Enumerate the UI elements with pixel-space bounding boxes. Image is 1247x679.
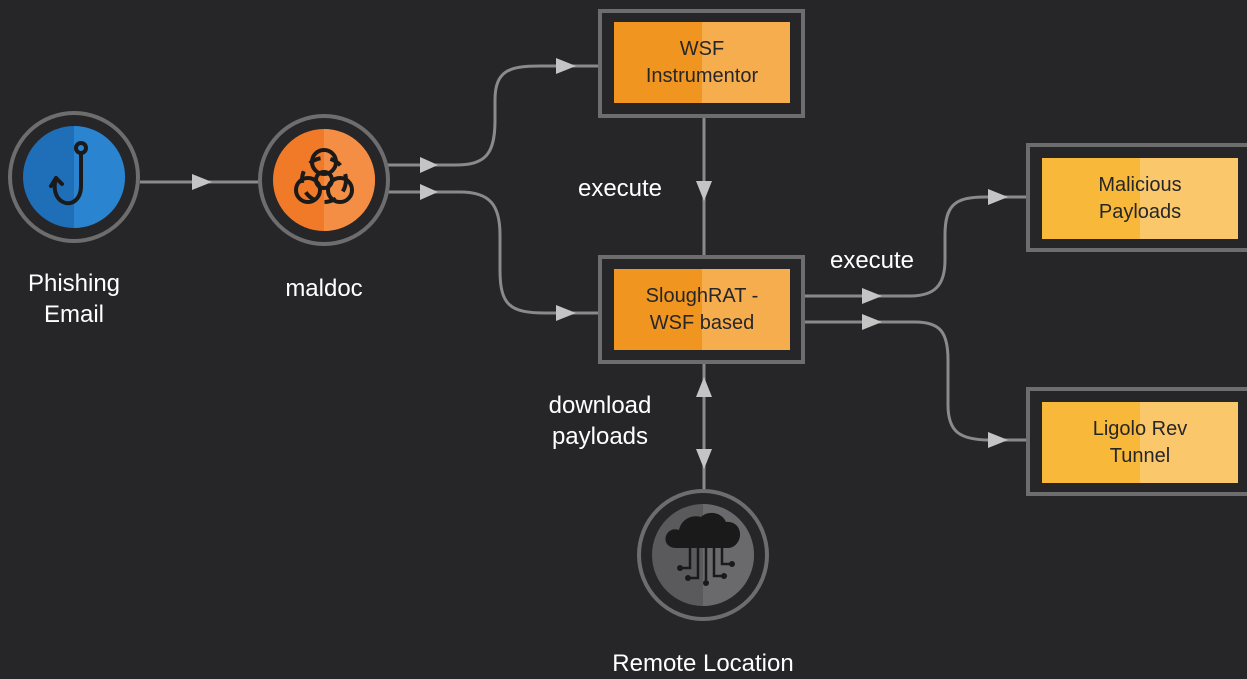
malicious-payloads-line2: Payloads [1098,200,1182,223]
remote-location-node [637,489,769,621]
edge-sloughrat-to-payloads [805,195,1028,298]
wsf-instrumentor-line2: Instrumentor [645,64,759,87]
execute-label-top-text: execute [577,175,663,202]
arrowhead [420,184,438,200]
arrowhead [988,189,1008,205]
arrowhead [862,314,882,330]
malicious-payloads-line1: Malicious [1098,173,1182,196]
sloughrat-line2: WSF based [649,311,755,334]
box-wsf-instrumentor [598,9,805,118]
box-sloughrat [598,255,805,364]
box-ligolo-tunnel [1026,387,1247,496]
sloughrat-text: SloughRAT - WSF based [614,269,790,350]
download-label-line2: payloads [551,423,649,450]
edge-sloughrat-to-ligolo [805,320,1028,442]
arrowhead [988,432,1008,448]
arrowhead [696,449,712,469]
remote-location-label-text: Remote Location [612,650,794,677]
arrowhead [420,157,438,173]
phishing-email-label: Phishing Email [4,268,144,330]
box-malicious-payloads [1026,143,1247,252]
malicious-payloads-text: Malicious Payloads [1042,158,1238,239]
phishing-email-node [8,111,140,243]
ligolo-tunnel-line1: Ligolo Rev [1092,417,1188,440]
download-payloads-label: download payloads [530,390,670,452]
maldoc-label: maldoc [254,273,394,304]
cloud-network-icon [665,512,741,586]
sloughrat-line1: SloughRAT - [645,284,759,307]
remote-location-label: Remote Location [573,648,833,679]
maldoc-label-text: maldoc [285,275,363,302]
arrowhead [556,58,576,74]
wsf-instrumentor-text: WSF Instrumentor [614,22,790,103]
ligolo-tunnel-text: Ligolo Rev Tunnel [1042,402,1238,483]
fishing-hook-icon [49,141,88,206]
maldoc-node [258,114,390,246]
arrowheads [192,58,1008,469]
arrowhead [696,181,712,201]
execute-label-top: execute [560,173,680,204]
arrowhead [862,288,882,304]
wsf-instrumentor-line1: WSF [679,37,725,60]
phishing-email-label-line2: Email [43,301,104,328]
edge-maldoc-to-instrumentor [387,64,600,167]
download-label-line1: download [548,392,652,419]
edge-maldoc-to-sloughrat [387,190,600,315]
arrowhead [556,305,576,321]
ligolo-tunnel-line2: Tunnel [1109,444,1171,467]
arrowhead [192,174,212,190]
biohazard-icon [294,148,354,204]
arrowhead [696,377,712,397]
execute-label-right-text: execute [829,247,915,274]
phishing-email-label-line1: Phishing [27,270,121,297]
execute-label-right: execute [812,245,932,276]
